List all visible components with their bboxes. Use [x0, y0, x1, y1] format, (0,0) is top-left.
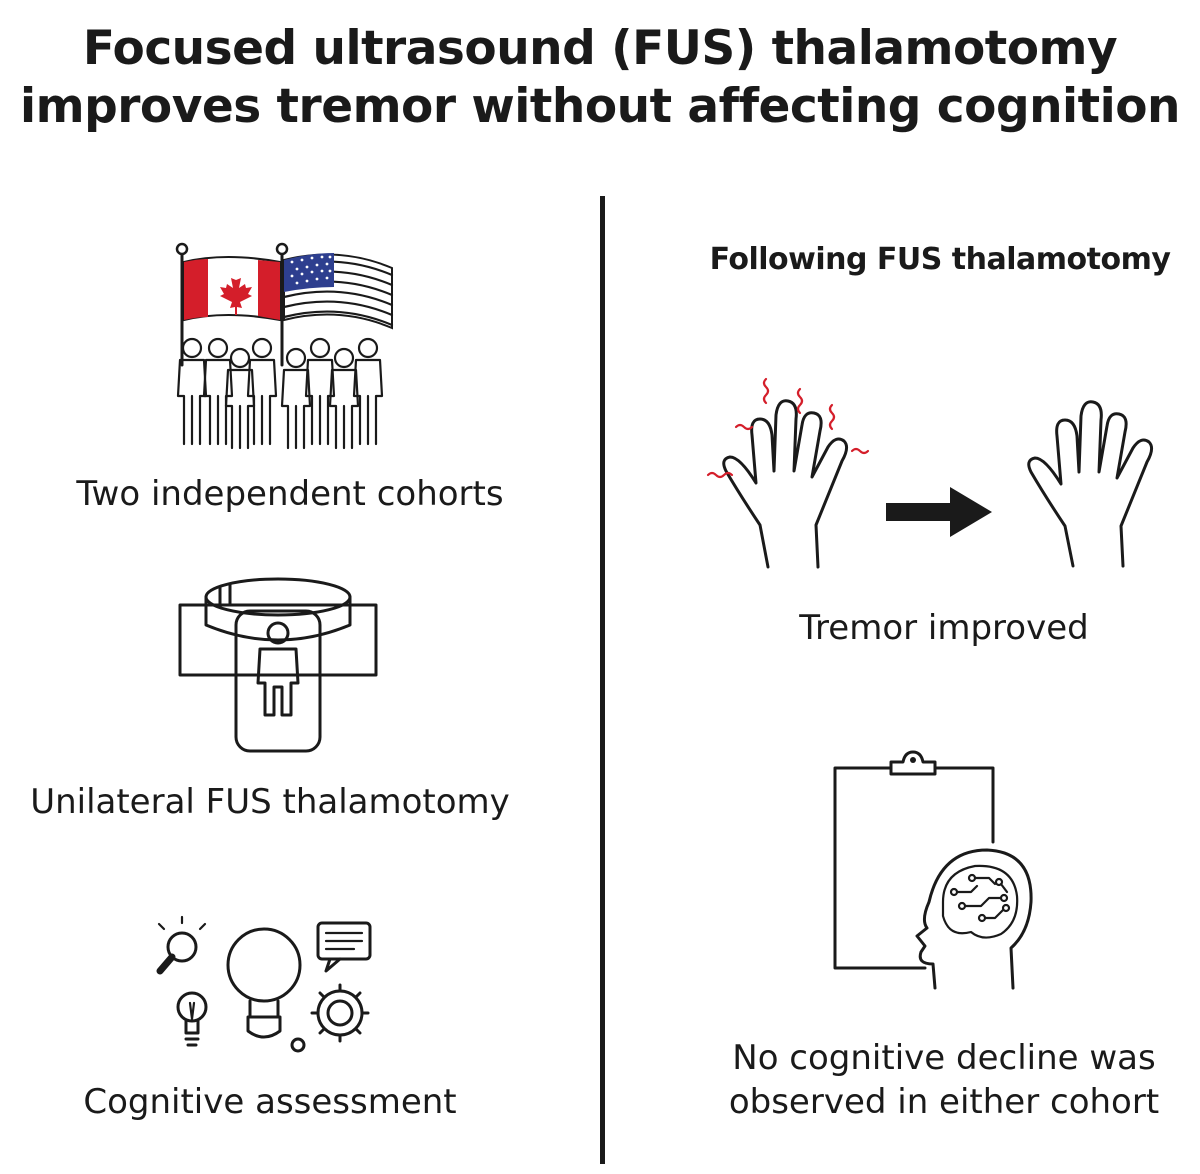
magnifier-icon [156, 915, 207, 975]
title-line-2: improves tremor without affecting cognit… [20, 79, 1181, 134]
fus-caption: Unilateral FUS thalamotomy [30, 782, 510, 822]
magnifying-lens-icon [226, 927, 306, 1053]
gear-icon [310, 983, 370, 1043]
clipboard-icon [833, 750, 995, 970]
shaking-hand-icon [706, 377, 870, 569]
decline-caption-line-1: No cognitive decline was [732, 1038, 1156, 1078]
canada-flag-icon [175, 242, 281, 367]
decline-caption: No cognitive decline was observed in eit… [700, 1036, 1188, 1124]
cohorts-caption: Two independent cohorts [76, 474, 504, 514]
lightbulb-icon [176, 991, 208, 1047]
usa-flag-icon [275, 242, 394, 367]
brain-circuit-head-icon [915, 848, 1033, 990]
infographic-title: Focused ultrasound (FUS) thalamotomy imp… [0, 20, 1200, 136]
decline-caption-line-2: observed in either cohort [728, 1082, 1160, 1122]
speech-bubble-icon [316, 921, 372, 973]
cohorts-illustration [175, 242, 394, 450]
clipboard-brain-illustration [833, 750, 1033, 990]
cognitive-assessment-illustration [156, 915, 372, 1053]
people-group-icon [176, 337, 384, 450]
vertical-divider [600, 196, 605, 1164]
following-fus-subheading: Following FUS thalamotomy [709, 242, 1171, 277]
mri-scanner-icon [178, 577, 378, 753]
tremor-caption: Tremor improved [799, 608, 1089, 648]
cognitive-caption: Cognitive assessment [83, 1082, 457, 1122]
title-line-1: Focused ultrasound (FUS) thalamotomy [82, 21, 1118, 76]
steady-hand-icon [1027, 400, 1154, 568]
arrow-right-icon [886, 487, 992, 537]
